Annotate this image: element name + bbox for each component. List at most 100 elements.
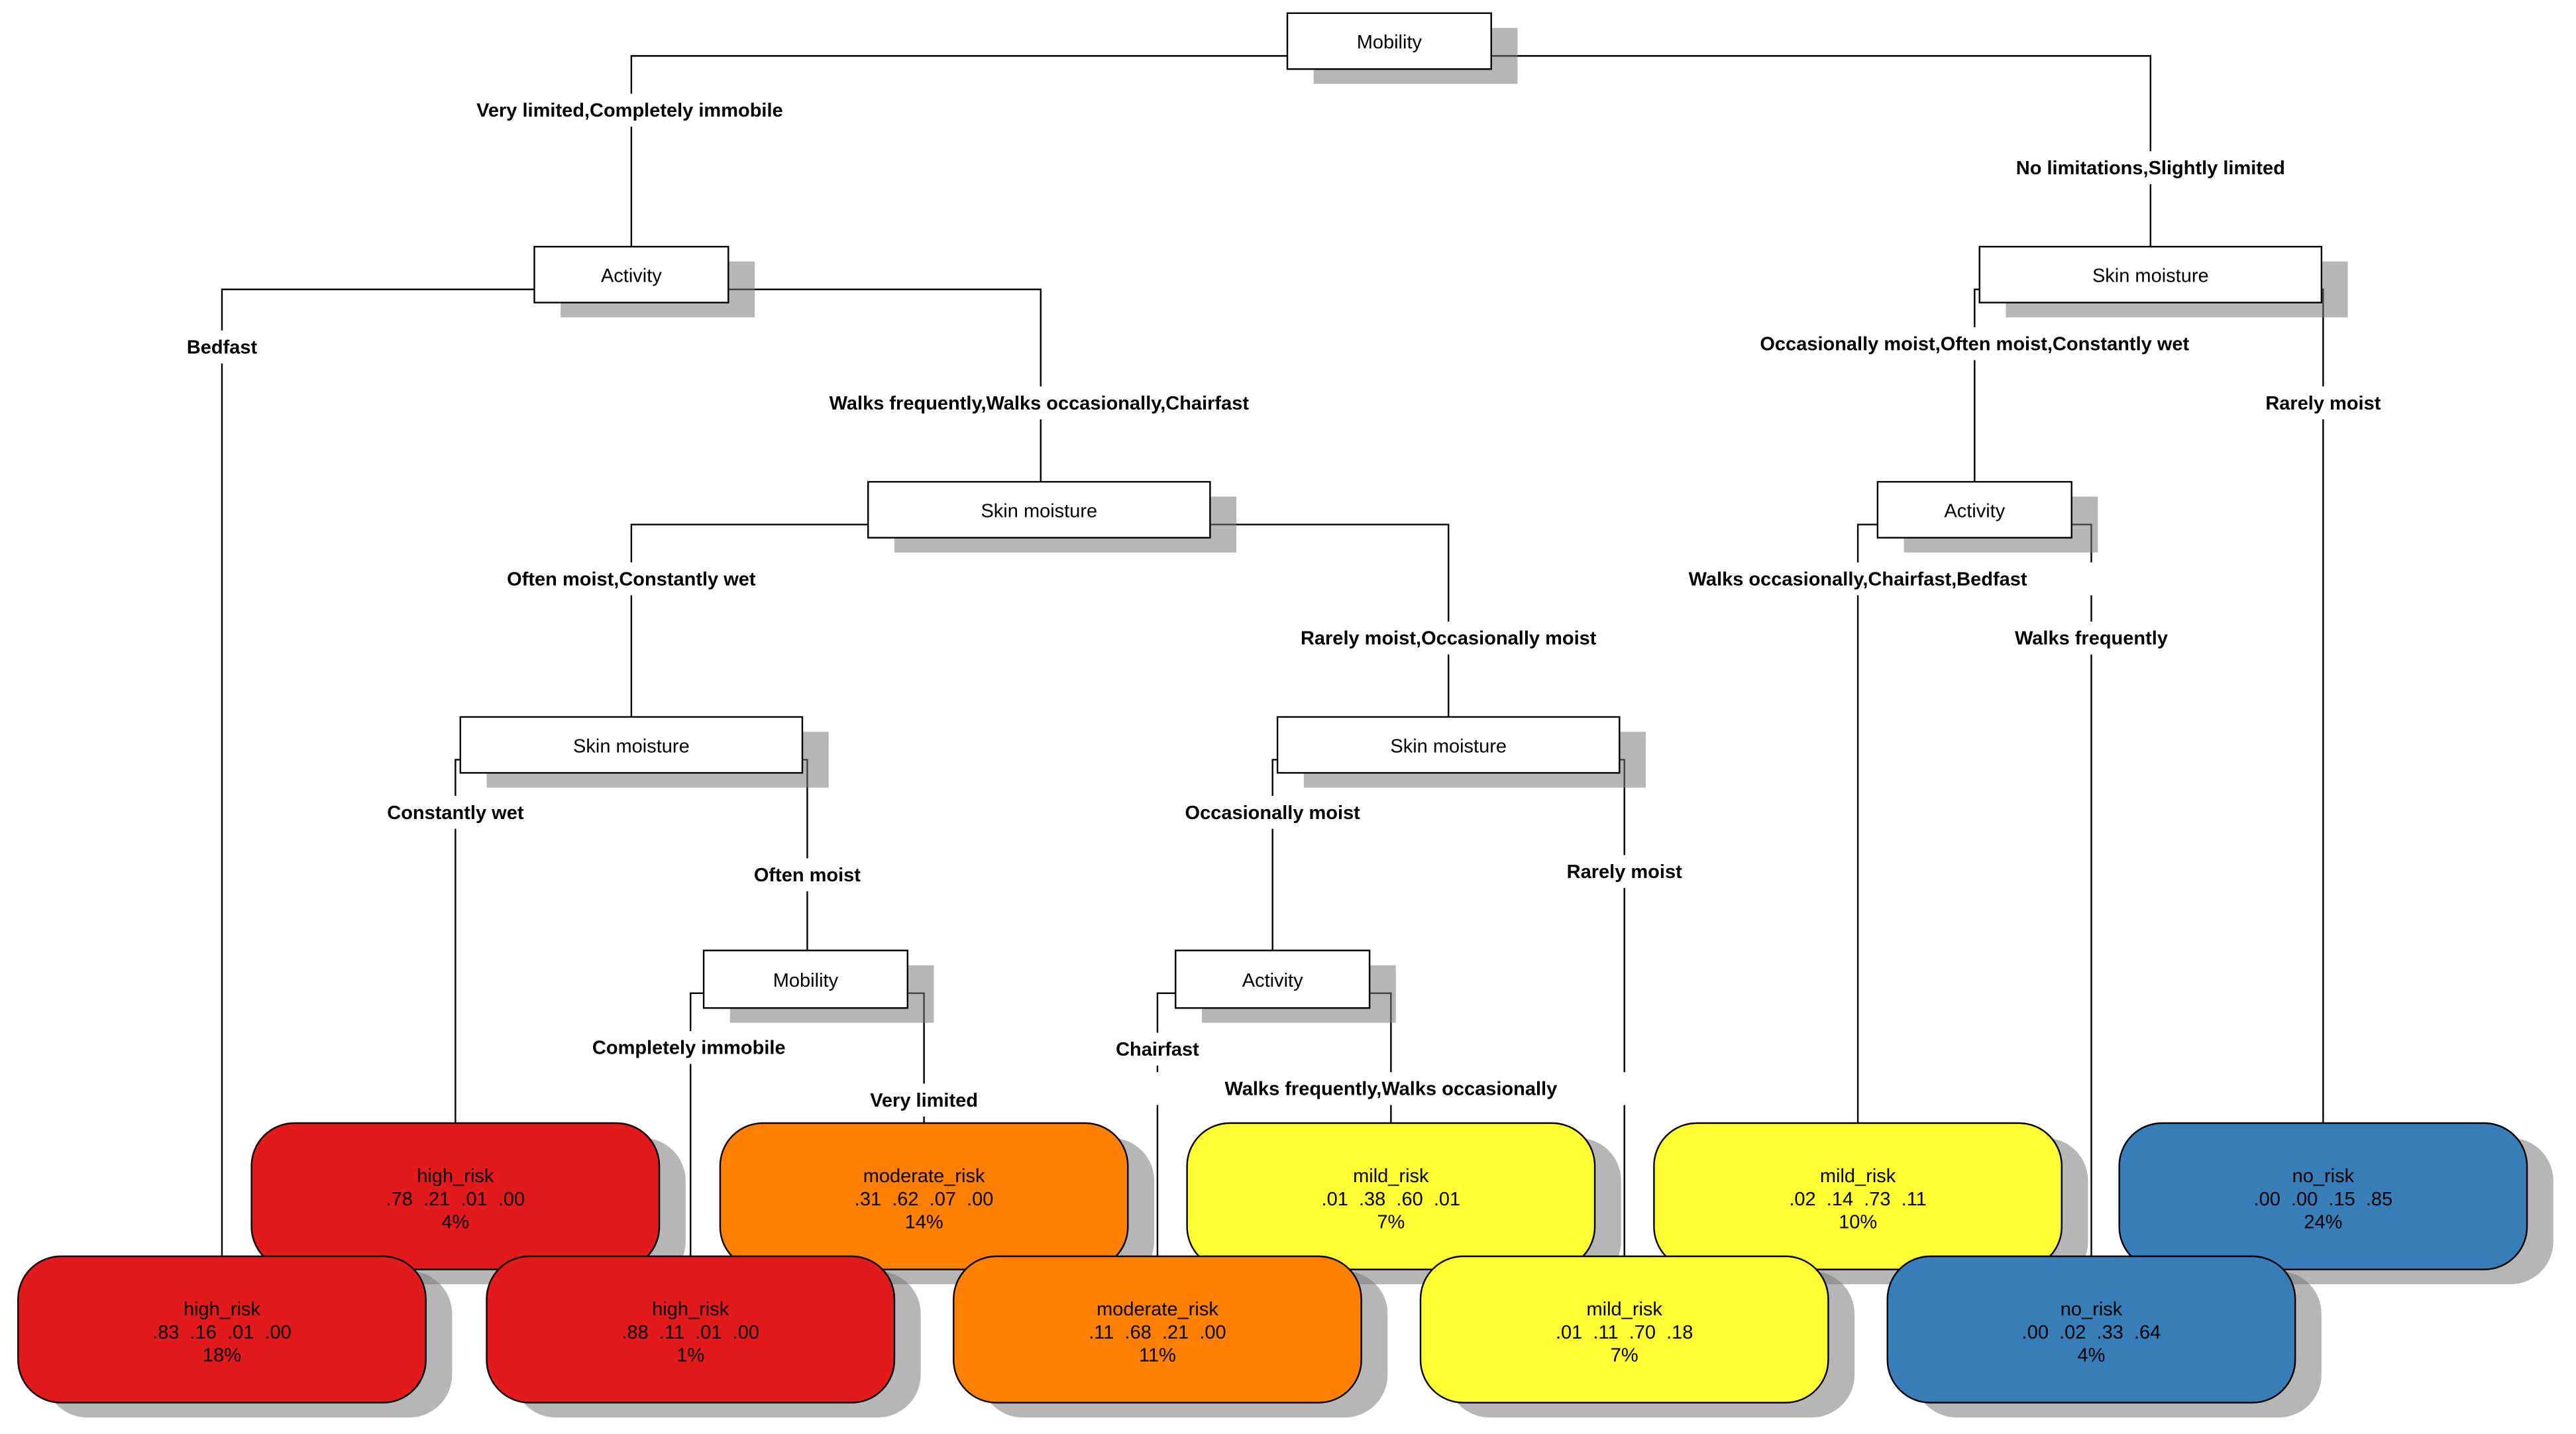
edge-label-activity-chairfast: Chairfast — [1116, 1039, 1199, 1060]
leaf-percentage: 4% — [441, 1212, 469, 1233]
edge-label-bg — [1607, 562, 2109, 596]
leaf-percentage: 14% — [905, 1212, 943, 1233]
split-label: Activity — [601, 266, 662, 287]
leaf-node-box — [1419, 1255, 1829, 1404]
edge-label-bg — [352, 796, 559, 829]
edge-label-skin-wet-constantly: Constantly wet — [387, 802, 524, 824]
leaf-percentage: 1% — [676, 1345, 704, 1366]
leaf-node-box — [719, 1122, 1129, 1270]
leaf-node-box — [2118, 1122, 2528, 1270]
edge-label-skin-wet-often: Often moist — [754, 865, 861, 886]
edge-label-mobility-very-limited: Very limited — [870, 1090, 978, 1111]
edge-label-bg — [405, 93, 854, 127]
leaf-percentage: 7% — [1377, 1212, 1405, 1233]
split-node-skin-moisture-rare — [1276, 716, 1621, 774]
edge-label-bg — [1975, 622, 2208, 655]
split-label: Skin moisture — [573, 736, 690, 757]
leaf-node-box — [1886, 1255, 2296, 1404]
leaf-percentage: 24% — [2304, 1212, 2342, 1233]
edge-label-bg — [166, 330, 278, 364]
leaf-probabilities: .00 .02 .33 .64 — [2022, 1322, 2161, 1343]
leaf-class-label: moderate_risk — [1097, 1299, 1218, 1320]
leaf-percentage: 11% — [1139, 1345, 1176, 1366]
edge-label-bg — [725, 858, 890, 891]
tree-leaves: high_risk.78 .21 .01 .004%moderate_risk.… — [17, 1122, 2553, 1418]
split-node-activity-left — [533, 246, 729, 303]
leaf-probabilities: .01 .38 .60 .01 — [1322, 1189, 1461, 1210]
split-label: Skin moisture — [981, 500, 1097, 522]
leaf-probabilities: .01 .11 .70 .18 — [1556, 1322, 1693, 1343]
leaf-node: no_risk.00 .02 .33 .644% — [1886, 1255, 2322, 1418]
edge-label-skin-rare-occ: Occasionally moist — [1185, 802, 1361, 824]
split-label: Mobility — [1357, 32, 1422, 53]
leaf-probabilities: .11 .68 .21 .00 — [1089, 1322, 1226, 1343]
leaf-class-label: high_risk — [652, 1299, 729, 1320]
edge-label-activity-right-occ: Walks occasionally,Chairfast,Bedfast — [1689, 569, 2027, 590]
edge-label-mobility-immobile: Completely immobile — [592, 1038, 786, 1059]
leaf-node: mild_risk.01 .38 .60 .017% — [1186, 1122, 1621, 1285]
leaf-class-label: moderate_risk — [863, 1166, 985, 1187]
split-node-skin-moisture-mid — [867, 480, 1211, 539]
edge-label-bg — [1535, 855, 1714, 889]
edge-label-bg — [447, 562, 815, 596]
split-node-root — [1286, 12, 1492, 70]
edge-label-bg — [1146, 1072, 1635, 1105]
edge-label-bg — [1089, 1032, 1226, 1066]
edge-label-activity-walks: Walks frequently,Walks occasionally — [1224, 1079, 1557, 1100]
split-node-activity-lower — [1175, 950, 1371, 1009]
leaf-node: high_risk.88 .11 .01 .001% — [486, 1255, 921, 1418]
edge-label-bg — [1933, 151, 2368, 184]
split-node-mobility-lower — [702, 950, 908, 1009]
leaf-node-box — [953, 1255, 1362, 1404]
edge-label-bg — [1143, 796, 1403, 829]
edge-label-activity-right-freq: Walks frequently — [2015, 628, 2168, 649]
leaf-percentage: 18% — [203, 1345, 241, 1366]
edge-label-bg — [835, 1083, 1014, 1117]
edge-label-bg — [2233, 386, 2412, 419]
edge-label-bg — [1231, 622, 1666, 655]
leaf-percentage: 4% — [2078, 1345, 2106, 1366]
edge-label-skin-mid-rarely: Rarely moist,Occasionally moist — [1301, 628, 1597, 649]
edge-label-skin-right-rarely: Rarely moist — [2265, 393, 2381, 414]
leaf-class-label: mild_risk — [1353, 1166, 1429, 1187]
edge-label-skin-rare-rarely: Rarely moist — [1567, 861, 1682, 883]
leaf-node-box — [486, 1255, 896, 1404]
split-label: Activity — [1944, 500, 2005, 522]
leaf-node: high_risk.78 .21 .01 .004% — [250, 1122, 686, 1285]
leaf-class-label: high_risk — [417, 1166, 494, 1187]
leaf-probabilities: .31 .62 .07 .00 — [855, 1189, 994, 1210]
split-label: Skin moisture — [1390, 736, 1507, 757]
split-node-skin-moisture-wet — [459, 716, 804, 774]
edge-label-activity-left-walks: Walks frequently,Walks occasionally,Chai… — [830, 393, 1250, 414]
leaf-probabilities: .83 .16 .01 .00 — [152, 1322, 292, 1343]
edge-label-skin-right-moist: Occasionally moist,Often moist,Constantl… — [1760, 334, 2189, 355]
leaf-probabilities: .78 .21 .01 .00 — [386, 1189, 525, 1210]
split-node-activity-right — [1876, 480, 2072, 539]
split-label: Activity — [1242, 970, 1303, 991]
split-label: Skin moisture — [2092, 266, 2209, 287]
leaf-probabilities: .00 .00 .15 .85 — [2254, 1189, 2393, 1210]
split-label: Mobility — [773, 970, 839, 991]
tree-branch-line — [630, 524, 1450, 717]
tree-branch-line — [630, 55, 2151, 247]
leaf-class-label: mild_risk — [1587, 1299, 1663, 1320]
leaf-class-label: high_risk — [184, 1299, 261, 1320]
leaf-percentage: 10% — [1839, 1212, 1877, 1233]
edge-label-activity-left-bedfast: Bedfast — [187, 337, 258, 358]
leaf-node-box — [1186, 1122, 1596, 1270]
leaf-probabilities: .02 .14 .73 .11 — [1789, 1189, 1926, 1210]
leaf-node-box — [250, 1122, 661, 1270]
split-node-skin-moisture-right — [1978, 246, 2323, 303]
edge-label-skin-mid-often: Often moist,Constantly wet — [507, 569, 756, 590]
leaf-class-label: no_risk — [2061, 1299, 2123, 1320]
leaf-class-label: mild_risk — [1820, 1166, 1896, 1187]
edge-label-bg — [553, 1030, 826, 1064]
